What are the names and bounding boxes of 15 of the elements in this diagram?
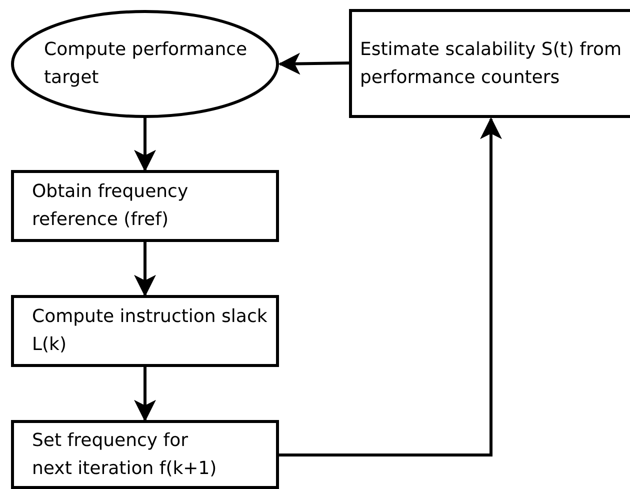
node-label: Compute performance target [44, 38, 248, 90]
process-box [11, 295, 279, 367]
arrow [278, 52, 350, 75]
arrow [134, 118, 156, 172]
arrow [279, 117, 502, 456]
process-box [11, 420, 279, 489]
node-label: Set frequency for next iteration f(k+1) [32, 428, 218, 480]
node-label: Estimate scalability S(t) from performance counters [360, 38, 623, 90]
node-label: Obtain frequency reference (fref) [32, 180, 190, 232]
process-ellipse [11, 10, 279, 118]
node-label: Compute instruction slack L(k) [32, 305, 268, 357]
process-box [11, 170, 279, 242]
arrow [134, 367, 156, 422]
process-box [349, 9, 630, 118]
arrow [134, 242, 156, 297]
